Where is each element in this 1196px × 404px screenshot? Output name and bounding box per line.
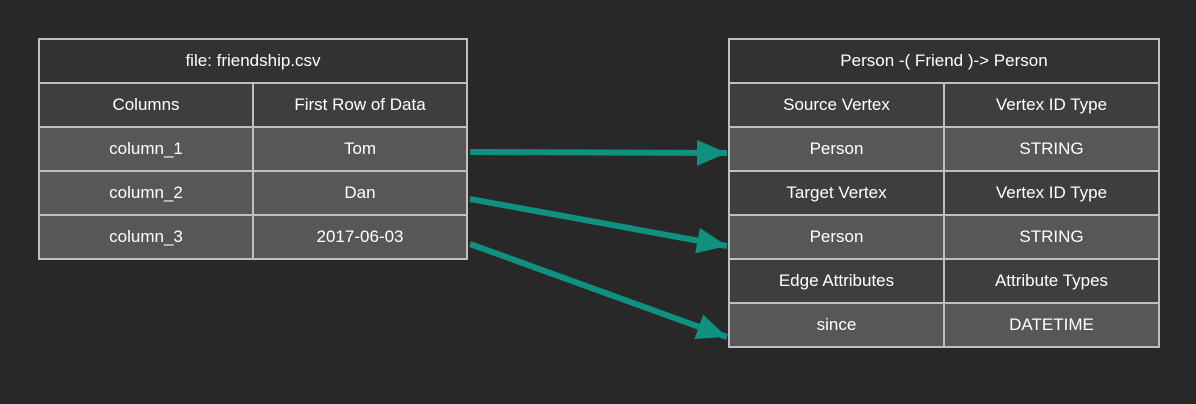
column-header-cell: Columns — [38, 82, 254, 128]
table-cell: Person — [728, 126, 945, 172]
csv-table-title: file: friendship.csv — [38, 38, 468, 84]
column-header-cell: Source Vertex — [728, 82, 945, 128]
edge-schema-table: Person -( Friend )-> Person Source Verte… — [728, 38, 1160, 348]
table-row: Columns First Row of Data — [38, 82, 468, 128]
table-cell: since — [728, 302, 945, 348]
column-header-cell: Attribute Types — [943, 258, 1160, 304]
table-cell: STRING — [943, 214, 1160, 260]
table-row: column_3 2017-06-03 — [38, 214, 468, 260]
table-cell: STRING — [943, 126, 1160, 172]
table-row: file: friendship.csv — [38, 38, 468, 84]
table-row: column_1 Tom — [38, 126, 468, 172]
csv-file-table: file: friendship.csv Columns First Row o… — [38, 38, 468, 260]
table-cell: column_2 — [38, 170, 254, 216]
arrow-column1-to-source-person — [469, 139, 728, 166]
table-row: column_2 Dan — [38, 170, 468, 216]
arrow-column2-to-target-person — [469, 196, 728, 254]
table-row: Target Vertex Vertex ID Type — [728, 170, 1160, 216]
table-row: Person -( Friend )-> Person — [728, 38, 1160, 84]
edge-table-title: Person -( Friend )-> Person — [728, 38, 1160, 84]
table-cell: Person — [728, 214, 945, 260]
table-row: Person STRING — [728, 214, 1160, 260]
column-header-cell: Target Vertex — [728, 170, 945, 216]
column-header-cell: Edge Attributes — [728, 258, 945, 304]
table-row: Edge Attributes Attribute Types — [728, 258, 1160, 304]
column-header-cell: Vertex ID Type — [943, 82, 1160, 128]
table-cell: DATETIME — [943, 302, 1160, 348]
table-cell: column_1 — [38, 126, 254, 172]
column-header-cell: First Row of Data — [252, 82, 468, 128]
table-row: Source Vertex Vertex ID Type — [728, 82, 1160, 128]
table-cell: Tom — [252, 126, 468, 172]
column-header-cell: Vertex ID Type — [943, 170, 1160, 216]
table-cell: 2017-06-03 — [252, 214, 468, 260]
arrow-column3-to-since — [468, 241, 729, 340]
table-cell: Dan — [252, 170, 468, 216]
table-row: since DATETIME — [728, 302, 1160, 348]
table-row: Person STRING — [728, 126, 1160, 172]
table-cell: column_3 — [38, 214, 254, 260]
